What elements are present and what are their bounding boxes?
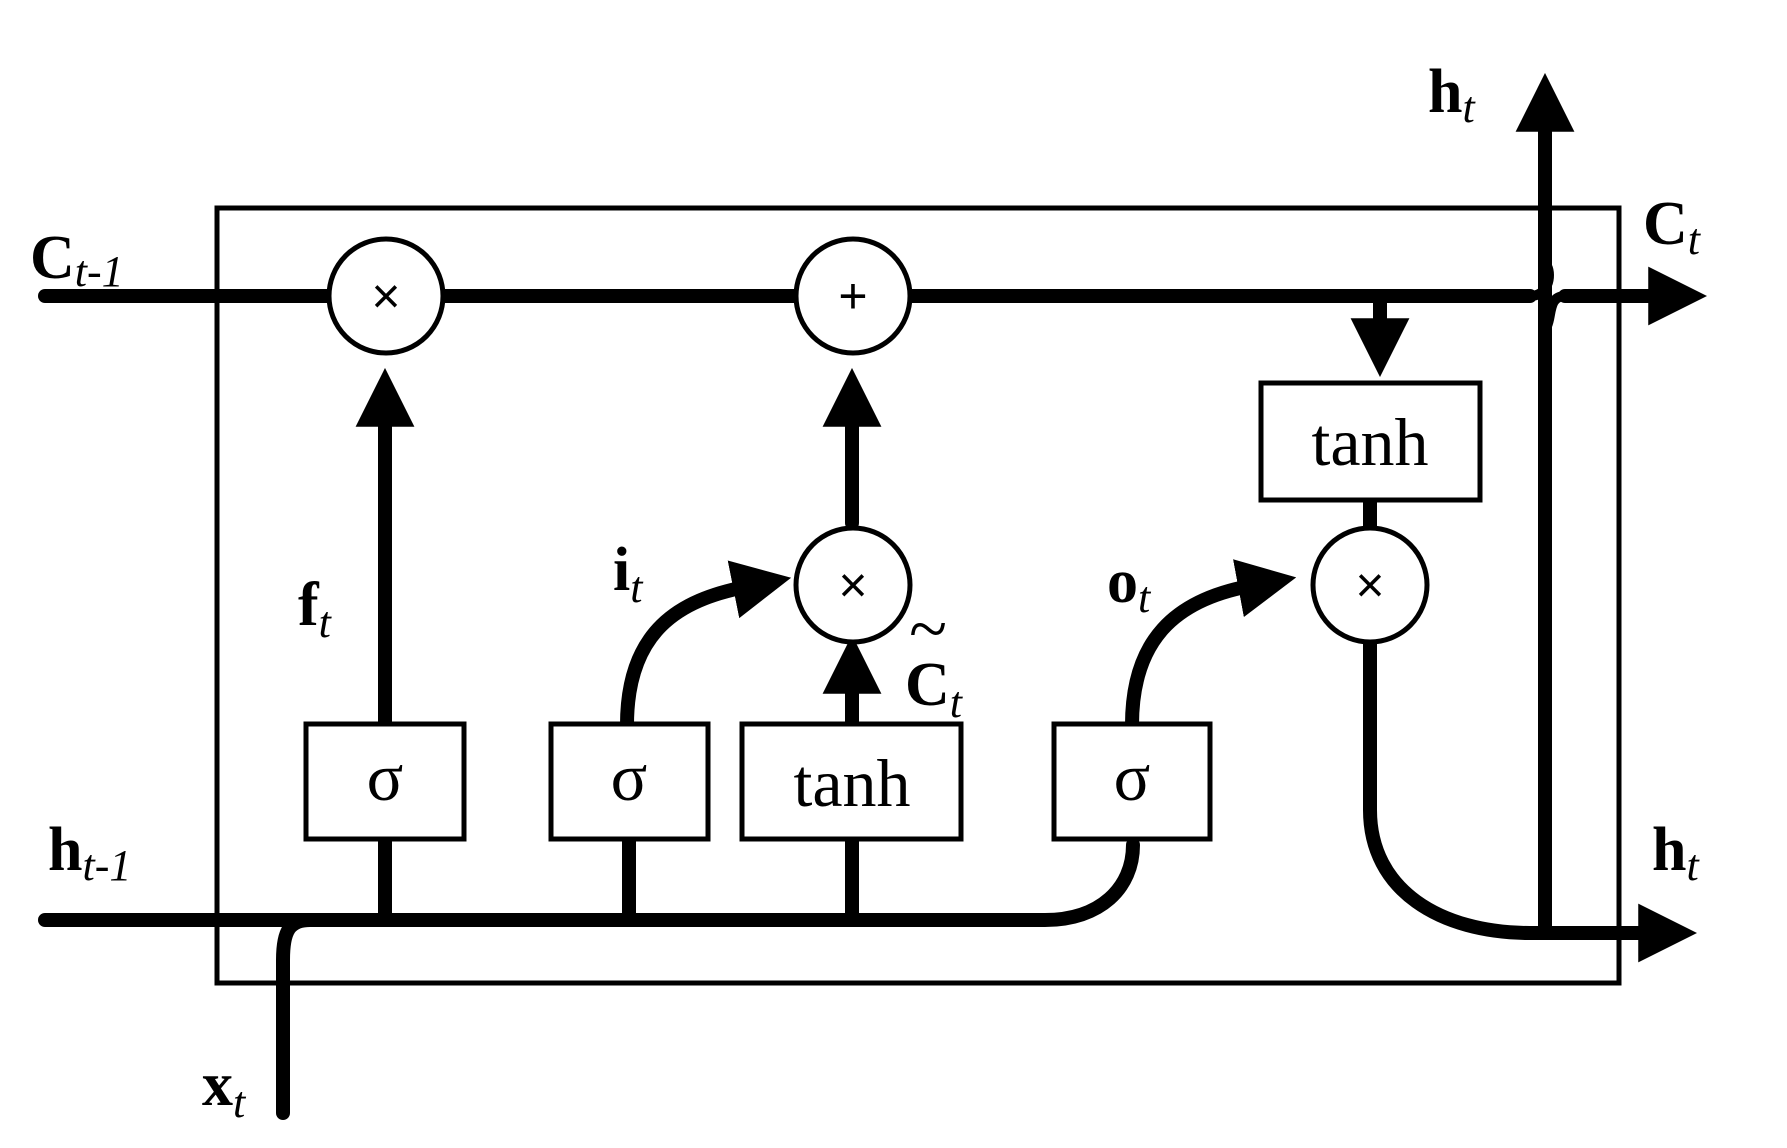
c-tilde-mark: ~ (909, 591, 947, 668)
input-mult-op: × (793, 525, 913, 645)
x-label: xt (202, 1051, 247, 1127)
h-out-top-label: ht (1428, 58, 1476, 132)
c-prev-label: Ct-1 (30, 224, 124, 296)
cell-tanh-label: tanh (1311, 404, 1428, 480)
h-out-right-label: ht (1652, 816, 1700, 890)
input-gate: σ (548, 721, 711, 842)
forget-mult-op: × (326, 236, 446, 356)
c-tilde-text: Ct (905, 651, 964, 727)
c-out-label: Ct (1643, 190, 1702, 264)
o-label: ot (1107, 548, 1152, 622)
f-label: ft (298, 571, 333, 647)
c-tilde-label: ~ Ct (905, 591, 964, 727)
forget-gate-label: σ (367, 739, 404, 815)
input-arrow (620, 560, 792, 732)
input-mult-symbol: × (838, 557, 867, 613)
input-gate-label: σ (611, 739, 648, 815)
output-gate: σ (1051, 721, 1213, 842)
h-prev-label: ht-1 (48, 816, 131, 890)
forget-gate: σ (303, 721, 467, 842)
hidden-state-line (38, 838, 1140, 927)
output-h-path (1363, 633, 1698, 963)
i-label: it (613, 536, 644, 612)
forget-mult-symbol: × (371, 268, 400, 324)
cell-add-symbol: + (838, 268, 867, 324)
output-mult-symbol: × (1355, 557, 1384, 613)
candidate-gate: tanh (739, 721, 964, 842)
output-arrow (1125, 559, 1297, 732)
output-mult-op: × (1310, 525, 1430, 645)
output-gate-label: σ (1114, 739, 1151, 815)
cell-add-op: + (793, 236, 913, 356)
cell-boundary (214, 205, 1622, 986)
cell-tanh-gate: tanh (1258, 380, 1483, 503)
candidate-gate-label: tanh (793, 745, 910, 821)
x-input-line (276, 913, 317, 1120)
